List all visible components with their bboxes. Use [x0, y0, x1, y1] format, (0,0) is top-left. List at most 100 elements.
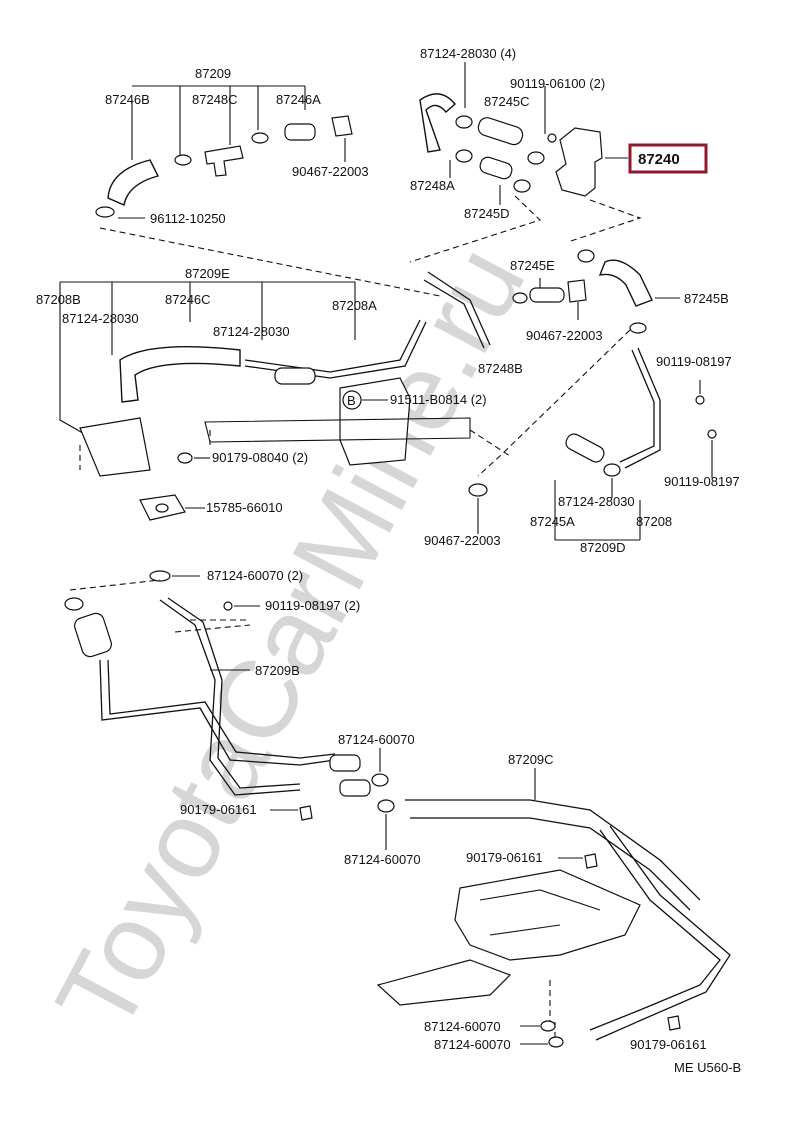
label-90119-08197-a: 90119-08197 — [656, 354, 732, 369]
label-90119-08197-b: 90119-08197 — [664, 474, 740, 489]
group-lower — [64, 570, 731, 1048]
clip-valve-b — [455, 149, 473, 163]
label-87124-28030-b: 87124-28030 — [213, 324, 290, 339]
nut-90179-06161-a — [299, 805, 313, 821]
pipe-87208 — [619, 347, 661, 469]
label-91511-b0814-2: 91511-B0814 (2) — [390, 392, 487, 407]
dash-middle-right-b — [469, 429, 511, 457]
hose-lower-left — [74, 612, 112, 658]
tank-body — [454, 869, 641, 961]
pipe-87209b-a — [99, 659, 336, 766]
label-87208: 87208 — [636, 514, 672, 529]
clamp-90467-top — [331, 115, 353, 137]
tee-87248c — [204, 145, 244, 177]
clip-87209-b — [251, 132, 269, 144]
label-87248a: 87248A — [410, 178, 455, 193]
label-87124-28030-4: 87124-28030 (4) — [420, 46, 516, 61]
label-87245e: 87245E — [510, 258, 555, 273]
leader-87209d — [554, 478, 641, 541]
bolt-90119-06100 — [547, 133, 557, 143]
label-90179-08040-2: 90179-08040 (2) — [212, 450, 308, 465]
clamp-90467-low — [468, 483, 488, 497]
label-87124-28030-c: 87124-28030 — [558, 494, 635, 509]
highlight-box-87240 — [628, 143, 708, 174]
group-valve-87240 — [409, 62, 642, 263]
hose-87245c — [477, 117, 524, 146]
label-87245c: 87245C — [484, 94, 530, 109]
bolt-90119-08197-a — [695, 395, 705, 405]
label-87209b: 87209B — [255, 663, 300, 678]
bolt-90119-08197-2 — [223, 601, 233, 611]
clip-valve-a — [455, 115, 473, 129]
label-87246a: 87246A — [276, 92, 321, 107]
clip-87245e-a — [577, 249, 595, 263]
hose-87245e — [529, 287, 565, 303]
label-87209e: 87209E — [185, 266, 230, 281]
dash-middle-locators — [79, 430, 211, 470]
label-96112-10250: 96112-10250 — [150, 211, 226, 226]
label-15785-66010: 15785-66010 — [206, 500, 283, 515]
valve-87240 — [555, 127, 603, 197]
leader-87209e — [60, 281, 356, 355]
pipe-87248b-a — [423, 271, 491, 349]
label-87209: 87209 — [195, 66, 231, 81]
clamp-90467-mid — [567, 279, 587, 303]
dash-valve-to-lower — [567, 199, 642, 243]
label-90119-08197-2: 90119-08197 (2) — [265, 598, 360, 613]
bracket-plate — [204, 417, 471, 443]
group-middle: B — [59, 227, 491, 521]
group-87209 — [95, 85, 353, 219]
tank-ribs — [479, 889, 601, 936]
clip-87124-28030-c — [603, 463, 621, 477]
clip-87209-a — [174, 154, 192, 166]
label-90119-06100-2: 90119-06100 (2) — [510, 76, 605, 91]
circle-marker-b — [342, 390, 362, 410]
dash-top-to-middle — [99, 227, 441, 297]
hose-87245a — [565, 433, 605, 463]
dash-valve-to-pipe — [409, 195, 542, 263]
label-87124-60070-d: 87124-60070 — [434, 1037, 511, 1052]
tank-front — [376, 959, 512, 1006]
footer-code: ME U560-B — [674, 1060, 741, 1075]
nut-90179-06161-b — [584, 853, 598, 869]
hose-87124-28030-b — [274, 367, 316, 385]
label-87246b: 87246B — [105, 92, 150, 107]
gasket-hole — [155, 503, 169, 513]
clip-valve-d — [513, 179, 531, 193]
label-87245d: 87245D — [464, 206, 510, 221]
leader-lower-clips — [379, 748, 387, 850]
label-87124-60070-c: 87124-60070 — [424, 1019, 501, 1034]
label-90467-22003-low: 90467-22003 — [424, 533, 501, 548]
label-87124-60070-b: 87124-60070 — [344, 852, 421, 867]
label-87245b: 87245B — [684, 291, 729, 306]
hose-87246c — [119, 345, 241, 403]
hose-87245d — [479, 156, 513, 180]
hose-87246a — [284, 123, 316, 141]
label-90179-06161-c: 90179-06161 — [630, 1037, 707, 1052]
group-middle-right — [468, 249, 717, 541]
clip-87124-60070-b — [377, 799, 395, 813]
leader-87209 — [132, 85, 306, 155]
clip-87124-60070-c — [540, 1020, 556, 1032]
label-90467-22003-top: 90467-22003 — [292, 164, 369, 179]
mount-87208b — [79, 417, 151, 477]
label-90467-22003-mid: 90467-22003 — [526, 328, 603, 343]
clip-87245e-b — [512, 292, 528, 304]
label-90179-06161-a: 90179-06161 — [180, 802, 257, 817]
hose-87245b — [598, 259, 653, 307]
label-87124-60070-2: 87124-60070 (2) — [207, 568, 303, 583]
leader-valve-top — [464, 62, 546, 134]
clip-87124-60070-d — [548, 1036, 564, 1048]
leader-90119-08197 — [699, 380, 713, 478]
nut-90179-06161-c — [667, 1015, 681, 1031]
label-87209c: 87209C — [508, 752, 554, 767]
label-87246c: 87246C — [165, 292, 211, 307]
clip-87124-60070-top — [149, 570, 171, 582]
label-87208b: 87208B — [36, 292, 81, 307]
clip-87124-60070-a — [371, 773, 389, 787]
pipe-87209c — [405, 799, 701, 911]
hose-87248a — [419, 93, 456, 153]
clip-87245b — [629, 322, 647, 334]
